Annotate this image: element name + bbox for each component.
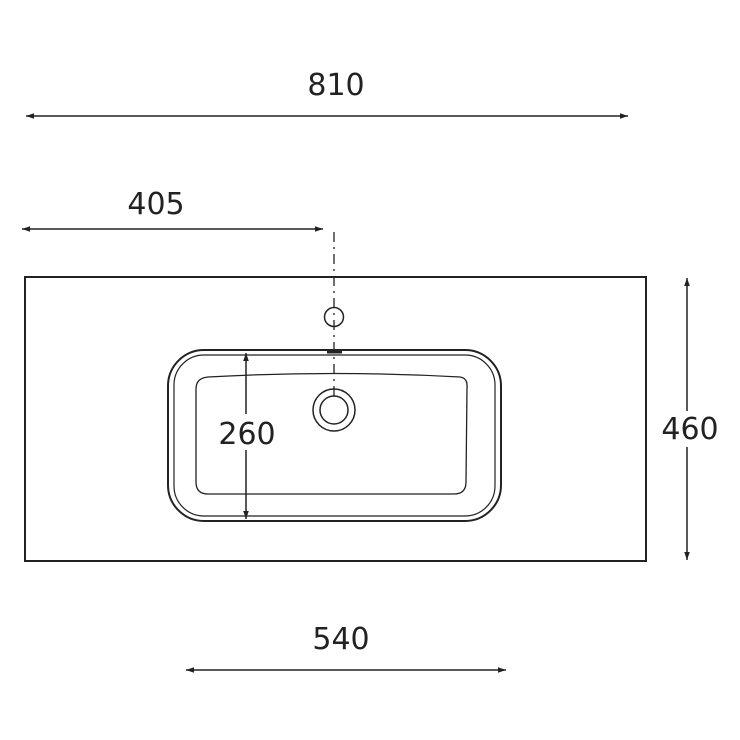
basin <box>167 349 502 522</box>
basin-inner-rim <box>173 354 496 517</box>
dimension-basin-width: 540 <box>186 622 506 673</box>
countertop-outline <box>24 276 647 562</box>
basin-outer-rim <box>167 349 502 522</box>
dimension-label: 540 <box>312 622 369 657</box>
dimension-basin-depth: 260 <box>216 353 278 519</box>
dimension-depth: 460 <box>658 278 722 560</box>
basin-bowl <box>195 372 468 495</box>
dimension-tap-offset: 405 <box>22 187 323 232</box>
drain-inner <box>319 395 349 425</box>
dimension-label: 460 <box>661 412 718 447</box>
dimension-label: 810 <box>307 68 364 103</box>
dimension-overall-width: 810 <box>26 68 628 119</box>
dimension-label: 405 <box>127 187 184 222</box>
drain-outer <box>312 388 356 432</box>
dimension-label: 260 <box>218 417 275 452</box>
tap-hole <box>323 306 345 328</box>
